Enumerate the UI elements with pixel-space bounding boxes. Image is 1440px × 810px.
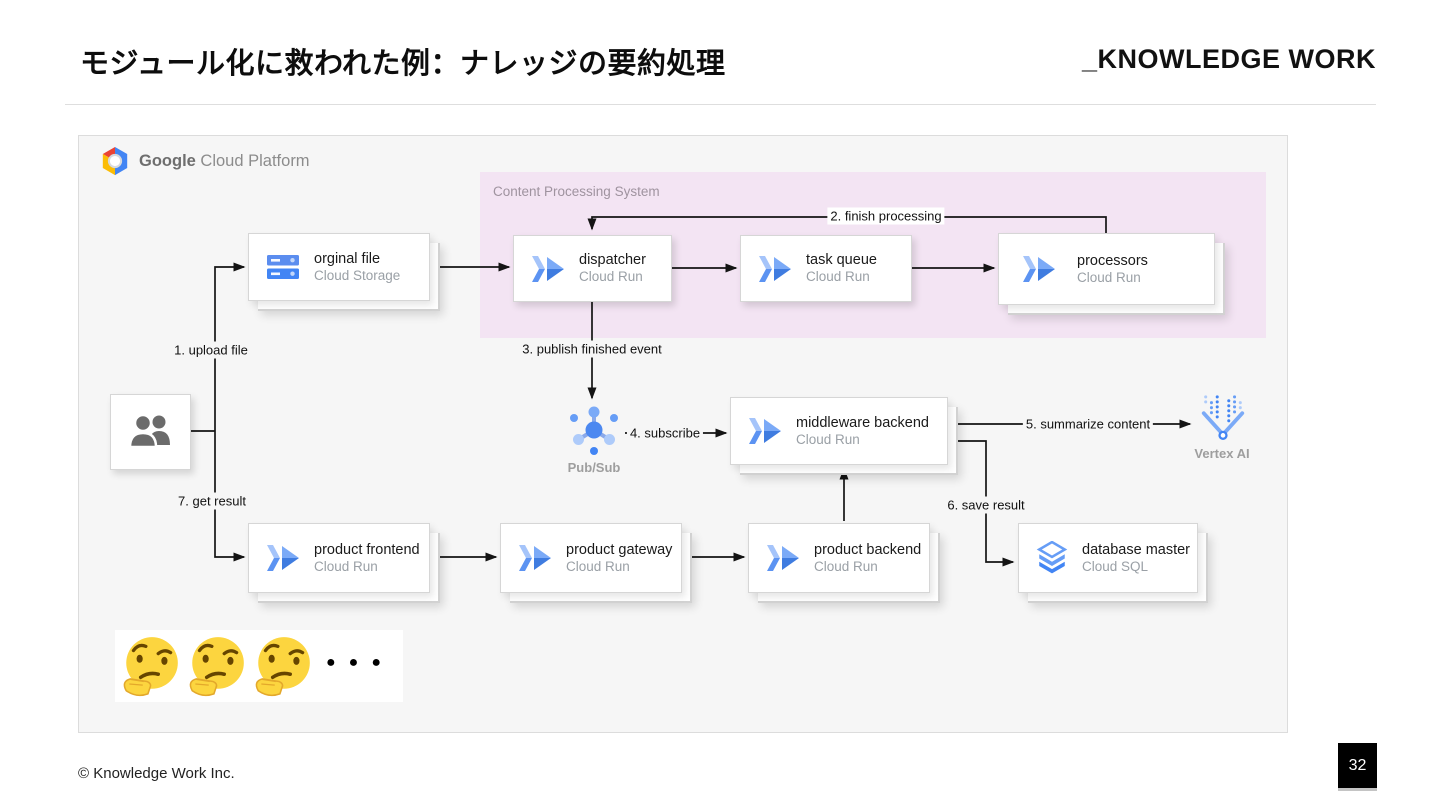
node-product-backend: product backend Cloud Run bbox=[748, 523, 930, 593]
edge-label-upload-file: 1. upload file bbox=[171, 341, 251, 359]
edge-label-summarize: 5. summarize content bbox=[1022, 415, 1154, 433]
node-name: database master bbox=[1082, 541, 1191, 558]
edge-label-get-result: 7. get result bbox=[175, 492, 249, 510]
node-name: dispatcher bbox=[579, 252, 646, 268]
node-name: product frontend bbox=[314, 541, 420, 558]
ellipsis-dots: ●●● bbox=[326, 654, 394, 671]
node-product-gateway: product gateway Cloud Run bbox=[500, 523, 682, 593]
node-service: Cloud Run bbox=[796, 431, 860, 447]
cloud-run-icon bbox=[1021, 253, 1057, 285]
thinking-face-emoji bbox=[184, 633, 250, 699]
cloud-run-icon bbox=[517, 542, 553, 574]
node-service: Cloud Run bbox=[814, 558, 878, 574]
copyright: © Knowledge Work Inc. bbox=[78, 765, 235, 782]
pubsub-icon bbox=[566, 402, 622, 458]
node-name: task queue bbox=[806, 252, 877, 268]
node-service: Cloud Run bbox=[566, 558, 630, 574]
edge-label-finish-processing: 2. finish processing bbox=[827, 207, 945, 225]
node-service: Cloud Run bbox=[579, 269, 643, 285]
edge-label-subscribe: 4. subscribe bbox=[626, 424, 704, 442]
node-service: Cloud Run bbox=[314, 558, 378, 574]
cloud-run-icon bbox=[765, 542, 801, 574]
node-task-queue: task queue Cloud Run bbox=[740, 235, 912, 302]
node-original-file: orginal file Cloud Storage bbox=[248, 233, 430, 301]
page-number: 32 bbox=[1338, 743, 1377, 788]
gcp-title: Google Cloud Platform bbox=[139, 152, 310, 171]
node-service: Cloud Storage bbox=[314, 267, 401, 283]
node-name: processors bbox=[1077, 252, 1148, 269]
node-name: orginal file bbox=[314, 250, 381, 267]
vertex-ai-icon bbox=[1196, 394, 1250, 444]
cloud-run-icon bbox=[530, 253, 566, 285]
node-users bbox=[110, 394, 191, 470]
node-processors: processors Cloud Run bbox=[998, 233, 1215, 305]
vertex-ai-label: Vertex AI bbox=[1194, 446, 1250, 461]
title-divider bbox=[65, 104, 1376, 105]
node-name: product gateway bbox=[566, 541, 673, 558]
gcp-title-bold: Google bbox=[139, 151, 196, 170]
pubsub-label: Pub/Sub bbox=[567, 460, 621, 475]
thinking-face-emoji bbox=[118, 633, 184, 699]
gcp-header: Google Cloud Platform bbox=[100, 146, 310, 176]
page-title: モジュール化に救われた例：ナレッジの要約処理 bbox=[80, 48, 726, 80]
cloud-sql-icon bbox=[1035, 541, 1069, 575]
edge-label-save-result: 6. save result bbox=[944, 496, 1028, 514]
node-service: Cloud Run bbox=[806, 269, 870, 285]
node-database-master: database master Cloud SQL bbox=[1018, 523, 1198, 593]
node-name: product backend bbox=[814, 541, 922, 558]
users-icon bbox=[127, 410, 175, 454]
region-label: Content Processing System bbox=[493, 184, 660, 199]
gcp-title-rest: Cloud Platform bbox=[195, 151, 310, 170]
node-name: middleware backend bbox=[796, 414, 929, 431]
cloud-run-icon bbox=[265, 542, 301, 574]
node-service: Cloud Run bbox=[1077, 269, 1141, 285]
node-product-frontend: product frontend Cloud Run bbox=[248, 523, 430, 593]
cloud-storage-icon bbox=[265, 251, 301, 283]
cloud-run-icon bbox=[747, 415, 783, 447]
node-service: Cloud SQL bbox=[1082, 558, 1149, 574]
edge-label-publish-event: 3. publish finished event bbox=[519, 340, 665, 358]
node-middleware-backend: middleware backend Cloud Run bbox=[730, 397, 948, 465]
thinking-emoji-strip: ●●● bbox=[115, 630, 403, 702]
cloud-run-icon bbox=[757, 253, 793, 285]
brand-logo: _KNOWLEDGE WORK bbox=[1082, 44, 1376, 74]
thinking-face-emoji bbox=[250, 633, 316, 699]
gcp-hexagon-icon bbox=[100, 146, 130, 176]
node-dispatcher: dispatcher Cloud Run bbox=[513, 235, 672, 302]
